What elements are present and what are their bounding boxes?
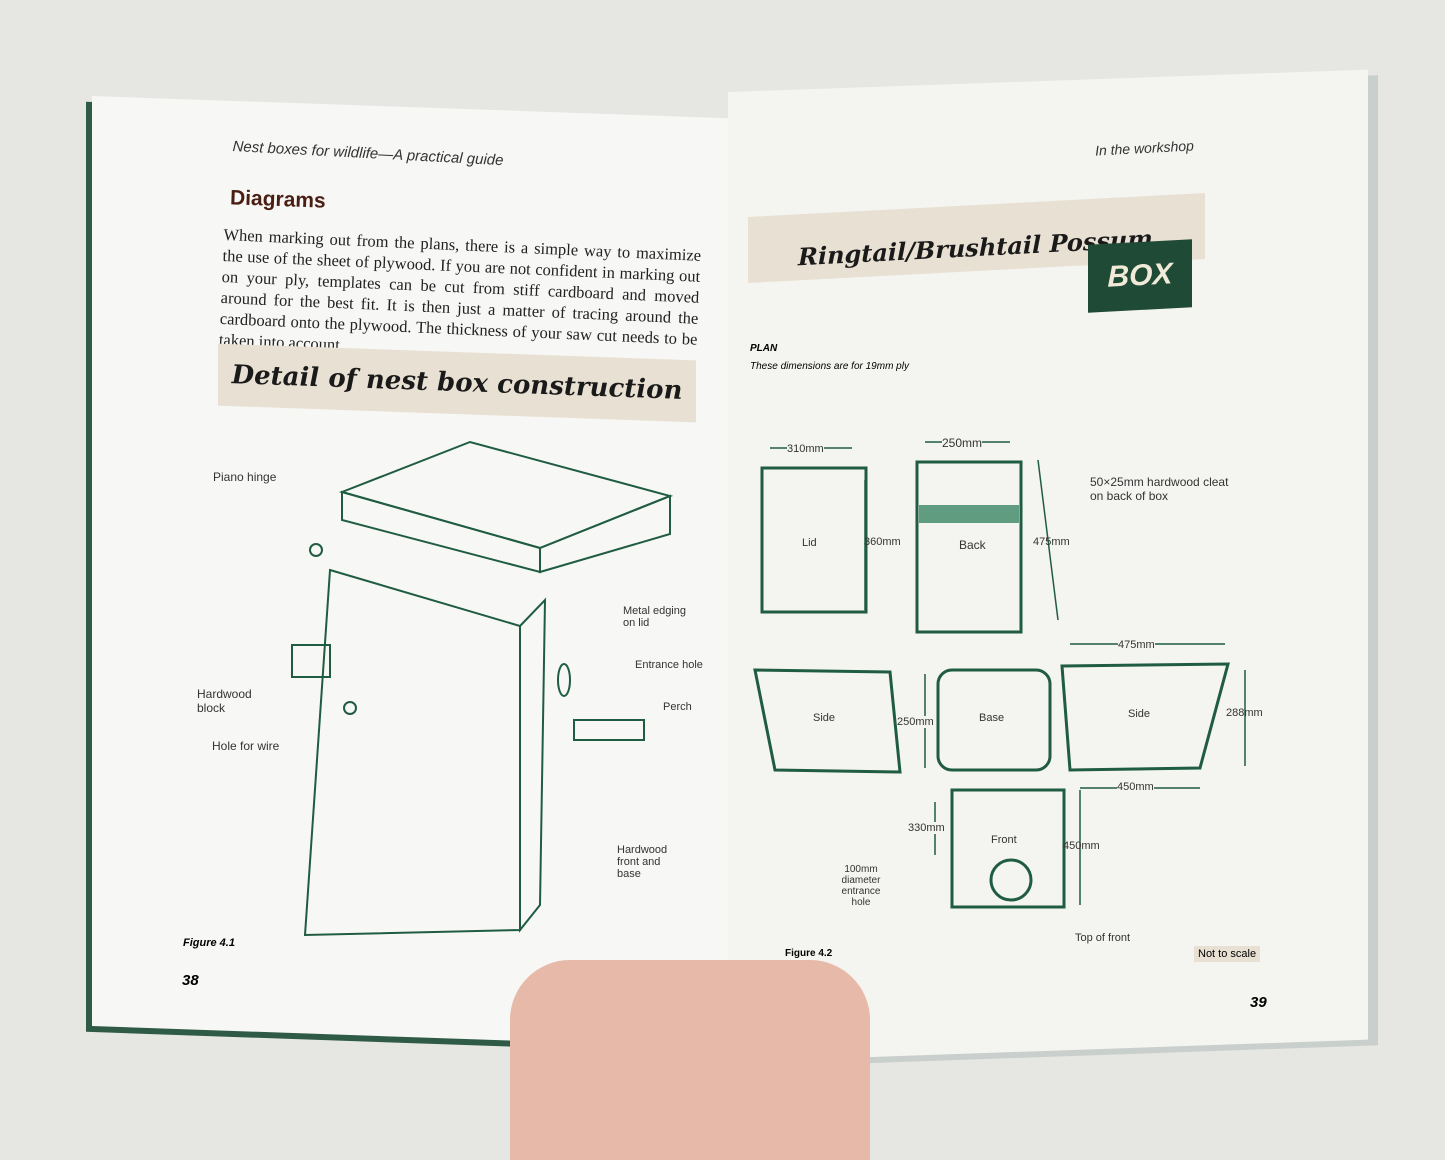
part-side-left: Side	[813, 712, 836, 724]
page-number-left: 38	[182, 972, 199, 989]
label-piano-hinge: Piano hinge	[213, 470, 277, 484]
dim-front-top: 330mm	[908, 822, 945, 834]
label-perch: Perch	[663, 701, 692, 713]
dim-side-bottom: 450mm	[1117, 781, 1154, 793]
part-front: Front	[991, 834, 1017, 846]
dim-back-height: 475mm	[1033, 536, 1070, 548]
dim-lid-width: 310mm	[787, 443, 824, 455]
plan-label: PLAN	[750, 343, 778, 354]
dim-lid-height: 360mm	[864, 536, 901, 548]
label-hole-for-wire: Hole for wire	[212, 739, 280, 753]
plan-diagram	[753, 441, 1246, 909]
dim-front-height: 450mm	[1063, 840, 1100, 852]
dim-side-height: 288mm	[1226, 707, 1263, 719]
dim-back-width: 250mm	[942, 436, 983, 450]
section-heading: Diagrams	[229, 186, 327, 213]
banner-box-label: BOX	[1088, 239, 1192, 313]
part-side-right: Side	[1128, 708, 1151, 720]
not-to-scale-badge: Not to scale	[1194, 946, 1261, 962]
dim-side-width: 475mm	[1118, 639, 1155, 651]
page-number-right: 39	[1250, 994, 1267, 1011]
label-entrance-hole: Entrance hole	[635, 659, 703, 671]
label-hardwood-block: Hardwood block	[197, 687, 252, 715]
hole-note: 100mm diameter entrance hole	[841, 864, 881, 908]
part-back: Back	[959, 538, 986, 552]
plan-note: These dimensions are for 19mm ply	[750, 361, 909, 372]
label-hardwood-front: Hardwood front and base	[617, 844, 668, 880]
label-metal-edging: Metal edging on lid	[623, 605, 686, 629]
cleat-note: 50×25mm hardwood cleat on back of box	[1090, 475, 1229, 503]
top-of-front-note: Top of front	[1075, 932, 1131, 944]
figure-caption-left: Figure 4.1	[183, 937, 235, 949]
part-base: Base	[979, 712, 1005, 724]
figure-caption-right: Figure 4.2	[785, 948, 833, 959]
hand	[510, 960, 870, 1160]
dim-base-height: 250mm	[897, 716, 934, 728]
part-lid: Lid	[802, 537, 817, 549]
nest-box-construction-diagram	[291, 440, 674, 937]
